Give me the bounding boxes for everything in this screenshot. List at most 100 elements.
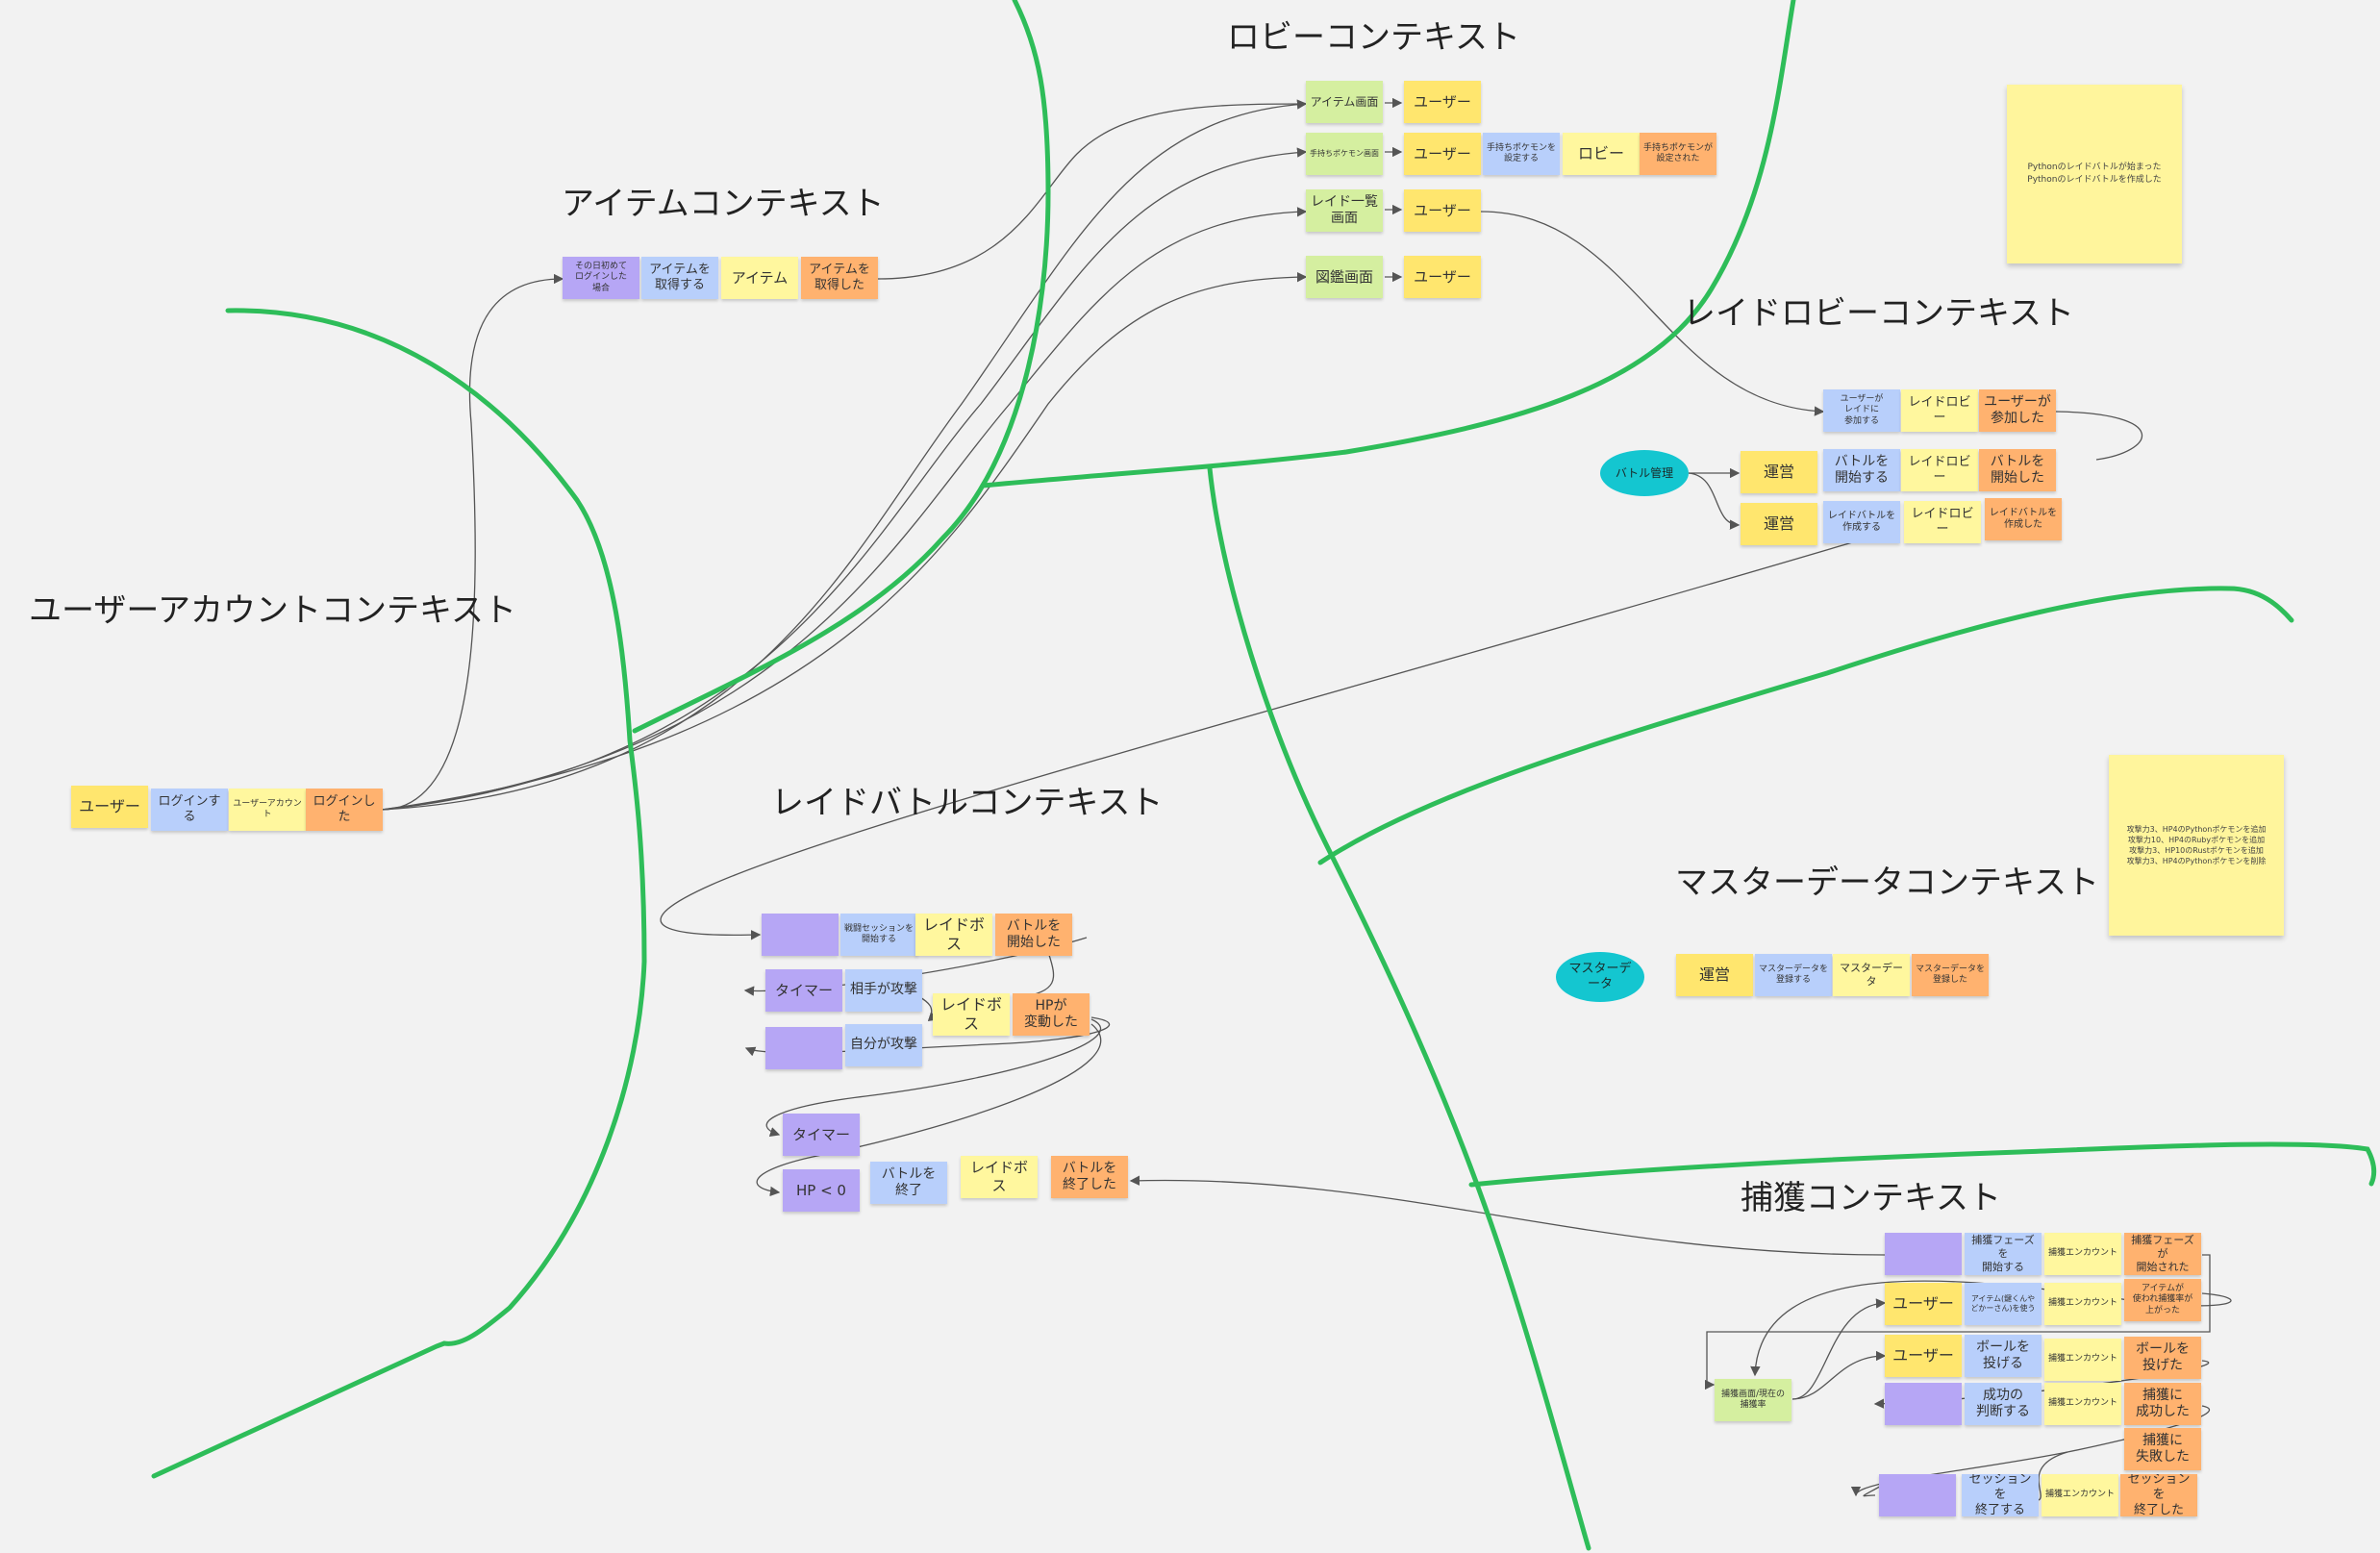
system-blank-note[interactable]	[1879, 1474, 1956, 1516]
read-model-item-screen-note[interactable]: アイテム画面	[1306, 81, 1383, 123]
event-capture-success-note[interactable]: 捕獲に 成功した	[2124, 1383, 2201, 1425]
command-start-battle-note[interactable]: バトルを 開始する	[1823, 449, 1900, 491]
system-blank-note[interactable]	[762, 914, 839, 956]
boundary-line	[980, 0, 1796, 488]
connector	[660, 538, 1866, 940]
boundary-line	[151, 308, 647, 1479]
aggregate-capture-encounter-note[interactable]: 捕獲エンカウント	[2044, 1383, 2121, 1425]
connector	[1863, 1483, 1886, 1497]
actor-user-note[interactable]: ユーザー	[1404, 189, 1481, 232]
actor-user-note[interactable]: ユーザー	[1404, 133, 1481, 175]
aggregate-raid-boss-note[interactable]: レイドボス	[915, 914, 992, 956]
condition-first-login-note[interactable]: その日初めて ログインした 場合	[563, 257, 639, 299]
aggregate-raid-lobby-note[interactable]: レイドロビー	[1901, 389, 1978, 432]
event-session-ended-note[interactable]: セッションを 終了した	[2120, 1474, 2197, 1516]
connector	[877, 103, 1307, 280]
actor-user-note[interactable]: ユーザー	[1404, 81, 1481, 123]
policy-master-data-oval[interactable]: マスターデ ータ	[1556, 952, 1644, 1002]
command-use-item-note[interactable]: アイテム(鍵くんや どかーさん)を使う	[1965, 1283, 2042, 1325]
event-hp-changed-note[interactable]: HPが 変動した	[1013, 993, 1090, 1036]
aggregate-capture-encounter-note[interactable]: 捕獲エンカウント	[2042, 1474, 2118, 1516]
event-capture-rate-up-note[interactable]: アイテムが 使われ捕獲率が 上がった	[2124, 1279, 2201, 1321]
system-timer-note[interactable]: タイマー	[765, 969, 842, 1012]
command-get-item-note[interactable]: アイテムを 取得する	[641, 257, 718, 299]
aggregate-item-note[interactable]: アイテム	[721, 257, 798, 299]
actor-user-note[interactable]: ユーザー	[1885, 1283, 1962, 1325]
context-title-master-data: マスターデータコンテキスト	[1675, 864, 2099, 902]
aggregate-raid-lobby-note[interactable]: レイドロビー	[1904, 501, 1981, 543]
command-start-battle-session-note[interactable]: 戦闘セッションを 開始する	[840, 914, 917, 956]
read-model-pokedex-screen-note[interactable]: 図鑑画面	[1306, 256, 1383, 298]
connector	[1129, 1175, 1886, 1256]
command-end-battle-note[interactable]: バトルを 終了	[870, 1162, 947, 1204]
context-title-raid-lobby: レイドロビーコンテキスト	[1683, 294, 2074, 333]
aggregate-capture-encounter-note[interactable]: 捕獲エンカウント	[2044, 1233, 2121, 1275]
policy-battle-management-oval[interactable]: バトル管理	[1600, 450, 1689, 496]
event-battle-ended-note[interactable]: バトルを 終了した	[1051, 1156, 1128, 1198]
read-model-raid-list-screen-note[interactable]: レイド一覧 画面	[1306, 189, 1383, 232]
context-title-item: アイテムコンテキスト	[562, 185, 885, 223]
actor-user-note[interactable]: ユーザー	[71, 786, 148, 828]
aggregate-lobby-note[interactable]: ロビー	[1563, 133, 1640, 175]
event-party-set-note[interactable]: 手持ちポケモンが 設定された	[1640, 133, 1716, 175]
read-model-party-screen-note[interactable]: 手持ちポケモン画面	[1306, 133, 1383, 175]
system-hp-zero-note[interactable]: HP < 0	[783, 1169, 860, 1212]
context-title-capture: 捕獲コンテキスト	[1741, 1179, 2001, 1217]
actor-operator-note[interactable]: 運営	[1676, 954, 1753, 996]
system-timer-note[interactable]: タイマー	[783, 1114, 860, 1156]
connector	[381, 147, 1308, 811]
event-capture-phase-started-note[interactable]: 捕獲フェーズが 開始された	[2124, 1233, 2201, 1275]
command-end-session-note[interactable]: セッションを 終了する	[1962, 1474, 2039, 1516]
read-model-capture-screen-note[interactable]: 捕獲画面/現在の 捕獲率	[1715, 1379, 1791, 1421]
command-join-raid-note[interactable]: ユーザーが レイドに 参加する	[1823, 389, 1900, 432]
event-raid-battle-created-note[interactable]: レイドバトルを 作成した	[1985, 498, 2062, 540]
aggregate-capture-encounter-note[interactable]: 捕獲エンカウント	[2044, 1283, 2121, 1325]
system-blank-note[interactable]	[765, 1027, 842, 1069]
connector	[381, 99, 1308, 811]
actor-user-note[interactable]: ユーザー	[1885, 1335, 1962, 1377]
connector	[756, 1023, 1102, 1197]
command-judge-success-note[interactable]: 成功の 判断する	[1965, 1383, 2042, 1425]
python-raid-sticky-note[interactable]: Pythonのレイドバトルが始まった Pythonのレイドバトルを作成した	[2007, 85, 2182, 263]
context-title-user-account: ユーザーアカウントコンテキスト	[29, 591, 516, 630]
aggregate-capture-encounter-note[interactable]: 捕獲エンカウント	[2044, 1339, 2121, 1381]
aggregate-raid-boss-note[interactable]: レイドボス	[933, 993, 1010, 1036]
aggregate-master-data-note[interactable]: マスターデータ	[1833, 954, 1910, 996]
event-battle-started-note[interactable]: バトルを 開始した	[995, 914, 1072, 956]
actor-operator-note[interactable]: 運営	[1741, 503, 1817, 545]
boundary-line	[1468, 1141, 2377, 1188]
aggregate-user-account-note[interactable]: ユーザーアカウント	[229, 789, 306, 831]
connector	[1480, 211, 1825, 416]
system-blank-note[interactable]	[1885, 1233, 1962, 1275]
command-enemy-attack-note[interactable]: 相手が攻撃	[845, 969, 922, 1012]
command-start-capture-phase-note[interactable]: 捕獲フェーズを 開始する	[1965, 1233, 2042, 1275]
system-blank-note[interactable]	[1885, 1383, 1962, 1425]
connector	[381, 273, 564, 811]
event-ball-thrown-note[interactable]: ボールを 投げた	[2124, 1337, 2201, 1379]
event-item-got-note[interactable]: アイテムを 取得した	[801, 257, 878, 299]
command-throw-ball-note[interactable]: ボールを 投げる	[1965, 1335, 2042, 1377]
connector	[1704, 1254, 2211, 1390]
master-data-sticky-note[interactable]: 攻撃力3、HP4のPythonポケモンを追加 攻撃力10、HP4のRubyポケモ…	[2109, 755, 2284, 936]
event-capture-fail-note[interactable]: 捕獲に 失敗した	[2124, 1428, 2201, 1470]
command-set-party-note[interactable]: 手持ちポケモンを 設定する	[1483, 133, 1560, 175]
actor-user-note[interactable]: ユーザー	[1404, 256, 1481, 298]
command-register-master-data-note[interactable]: マスターデータを 登録する	[1755, 954, 1832, 996]
event-master-data-registered-note[interactable]: マスターデータを 登録した	[1912, 954, 1989, 996]
event-user-joined-note[interactable]: ユーザーが 参加した	[1979, 389, 2056, 432]
command-create-raid-battle-note[interactable]: レイドバトルを 作成する	[1823, 501, 1900, 543]
actor-operator-note[interactable]: 運営	[1741, 451, 1817, 493]
event-battle-started-note[interactable]: バトルを 開始した	[1979, 449, 2056, 491]
connector	[765, 1018, 1102, 1138]
connector	[1688, 472, 1741, 530]
event-logged-in-note[interactable]: ログインした	[306, 789, 383, 831]
command-login-note[interactable]: ログインする	[151, 789, 228, 831]
boundary-line	[1317, 586, 2294, 865]
connector	[2038, 1451, 2068, 1501]
command-self-attack-note[interactable]: 自分が攻撃	[845, 1024, 922, 1066]
aggregate-raid-lobby-note[interactable]: レイドロビー	[1901, 449, 1978, 491]
context-title-lobby: ロビーコンテキスト	[1227, 18, 1520, 57]
aggregate-raid-boss-note[interactable]: レイドボス	[961, 1156, 1038, 1198]
connector	[381, 207, 1308, 811]
